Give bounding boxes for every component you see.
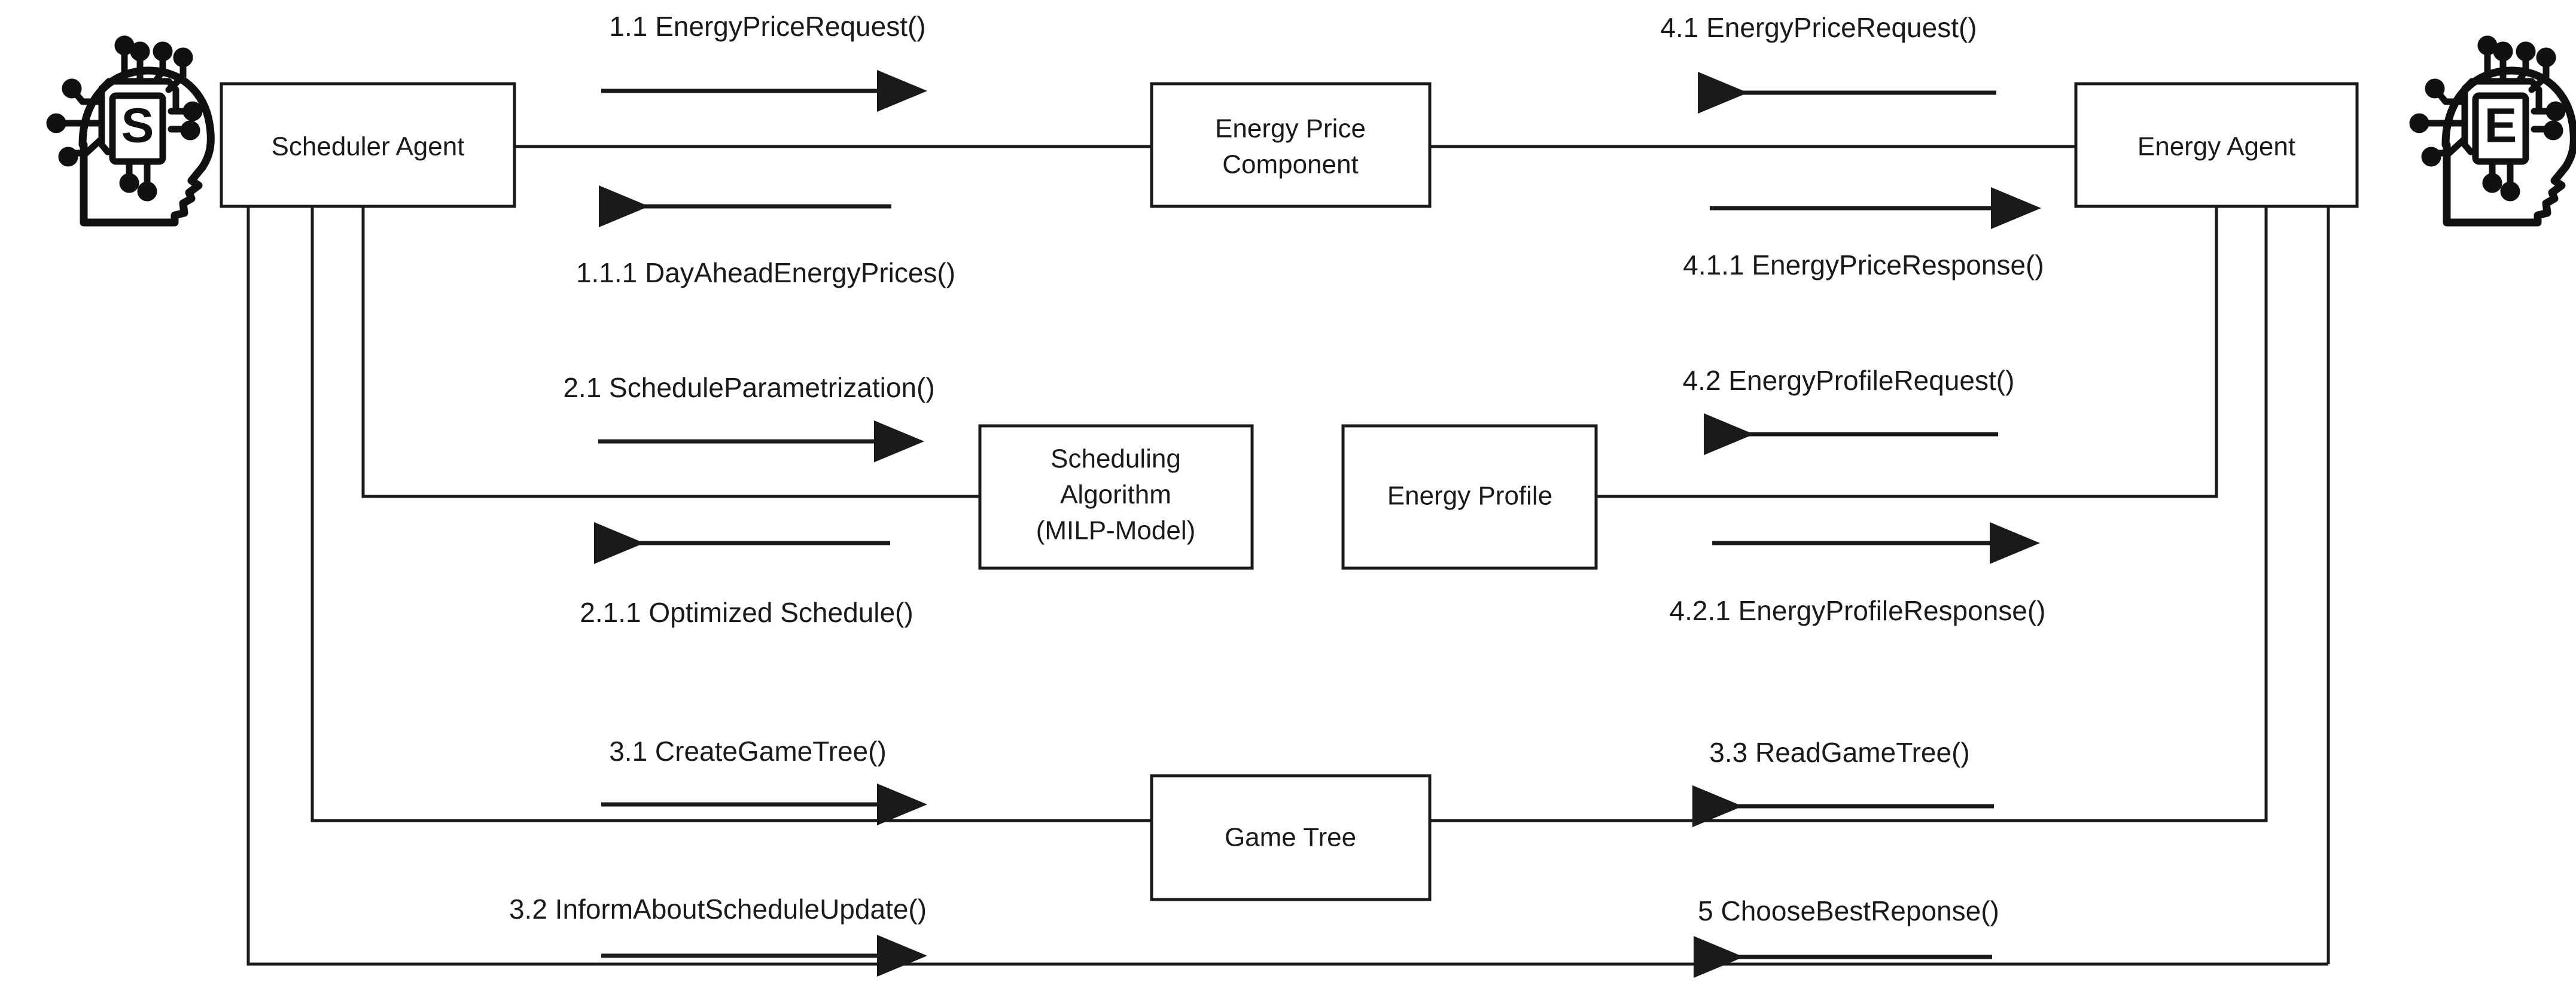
node-scheduler-agent-label: Scheduler Agent — [272, 132, 465, 161]
message-m5[interactable]: 5 ChooseBestReponse() — [1694, 895, 1999, 978]
message-m31[interactable]: 3.1 CreateGameTree() — [601, 736, 927, 825]
node-energy-agent[interactable] — [2074, 82, 2359, 208]
message-m33-label: 3.3 ReadGameTree() — [1709, 737, 1969, 768]
conn-energyagent-drop-inner — [1596, 206, 2218, 498]
message-m11-label: 1.1 EnergyPriceRequest() — [609, 11, 925, 42]
message-m5-label: 5 ChooseBestReponse() — [1698, 895, 1999, 926]
message-m41-label: 4.1 EnergyPriceRequest() — [1660, 12, 1977, 43]
node-scheduling-algorithm-label-line1: Scheduling — [1051, 444, 1181, 474]
actor-scheduler-initial: S — [121, 99, 154, 153]
node-game-tree-label: Game Tree — [1225, 823, 1356, 852]
message-m421[interactable]: 4.2.1 EnergyProfileResponse() — [1670, 522, 2046, 626]
message-m211-label: 2.1.1 Optimized Schedule() — [580, 597, 913, 628]
node-energy-price-component-label-line1: Energy Price — [1215, 114, 1366, 144]
connector-lines — [246, 145, 2330, 966]
message-m21-label: 2.1 ScheduleParametrization() — [563, 372, 934, 403]
conn-scheduler-drop-middle — [310, 206, 1152, 822]
node-game-tree[interactable] — [1150, 774, 1432, 901]
node-boxes: Scheduler Agent Energy Price Component E… — [220, 82, 2359, 901]
message-m421-label: 4.2.1 EnergyProfileResponse() — [1670, 595, 2046, 626]
message-m32[interactable]: 3.2 InformAboutScheduleUpdate() — [509, 894, 927, 977]
message-m21[interactable]: 2.1 ScheduleParametrization() — [563, 372, 935, 462]
node-scheduling-algorithm-label-line3: (MILP-Model) — [1036, 516, 1196, 545]
message-m111[interactable]: 1.1.1 DayAheadEnergyPrices() — [576, 185, 955, 288]
message-m32-label: 3.2 InformAboutScheduleUpdate() — [509, 894, 927, 925]
message-m31-label: 3.1 CreateGameTree() — [609, 736, 887, 767]
node-energy-profile-label: Energy Profile — [1387, 481, 1552, 511]
conn-scheduler-drop-outer — [246, 206, 2328, 966]
node-energy-price-component[interactable] — [1150, 82, 1432, 208]
actor-energy-initial: E — [2484, 99, 2517, 153]
node-scheduling-algorithm-label-line2: Algorithm — [1060, 480, 1171, 510]
node-energy-price-component-label-line2: Component — [1222, 150, 1358, 179]
message-m41[interactable]: 4.1 EnergyPriceRequest() — [1660, 12, 1996, 114]
message-m111-label: 1.1.1 DayAheadEnergyPrices() — [576, 257, 955, 288]
node-scheduling-algorithm[interactable] — [978, 424, 1254, 570]
ai-head-chip-icon: S — [46, 35, 215, 227]
ai-head-chip-icon: E — [2409, 35, 2576, 227]
message-m411[interactable]: 4.1.1 EnergyPriceResponse() — [1683, 187, 2044, 281]
message-m211[interactable]: 2.1.1 Optimized Schedule() — [580, 522, 914, 628]
actor-energy-actor[interactable]: E — [2409, 35, 2576, 227]
actor-scheduler-actor[interactable]: S — [46, 35, 215, 227]
node-energy-agent-label: Energy Agent — [2137, 132, 2295, 161]
message-m33[interactable]: 3.3 ReadGameTree() — [1692, 737, 1994, 827]
node-energy-profile[interactable] — [1341, 424, 1598, 570]
node-scheduler-agent[interactable] — [220, 82, 516, 208]
message-m11[interactable]: 1.1 EnergyPriceRequest() — [601, 11, 927, 112]
conn-scheduler-drop-inner — [361, 206, 980, 498]
message-m42-label: 4.2 EnergyProfileRequest() — [1683, 365, 2015, 396]
message-m42[interactable]: 4.2 EnergyProfileRequest() — [1683, 365, 2015, 455]
message-m411-label: 4.1.1 EnergyPriceResponse() — [1683, 249, 2044, 281]
